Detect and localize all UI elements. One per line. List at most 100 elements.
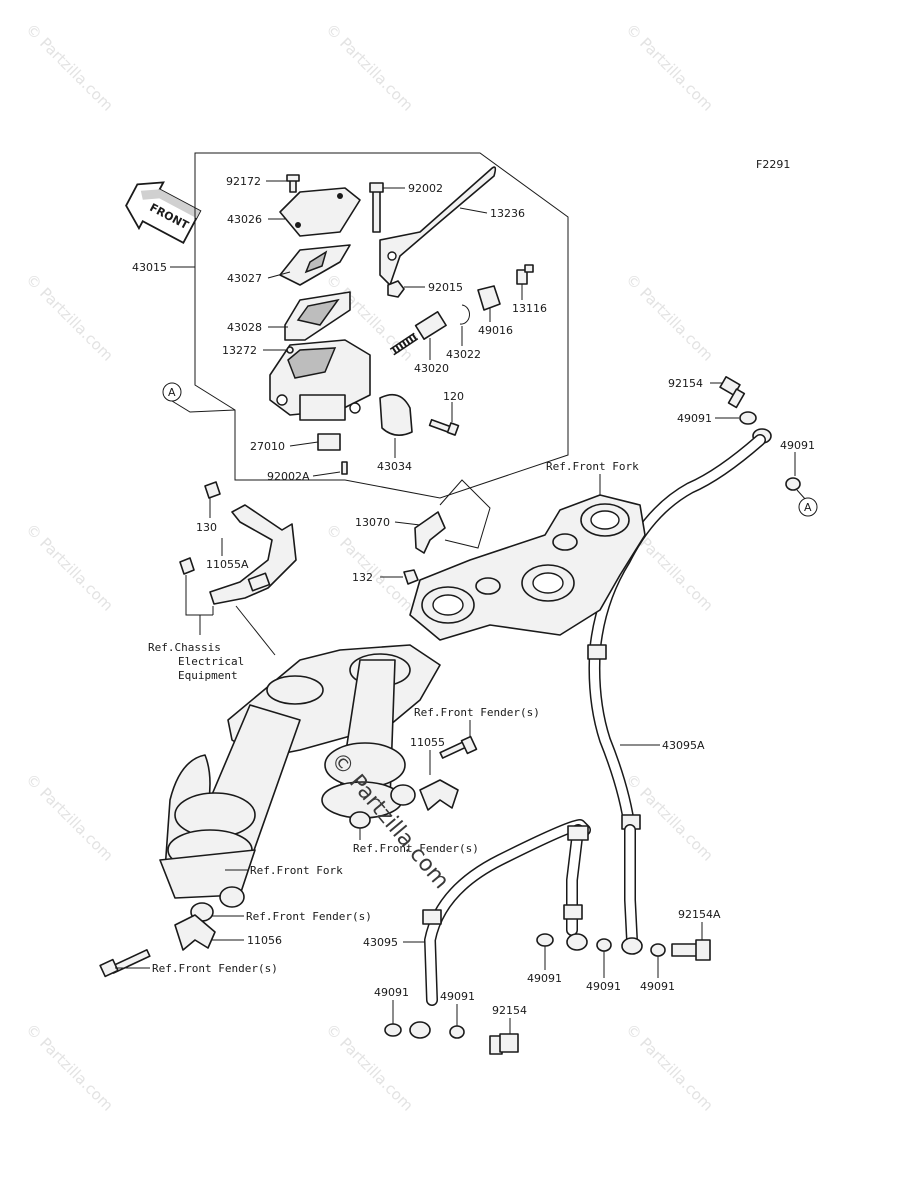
banjo-fitting <box>566 933 588 951</box>
part-label-132[interactable]: 132 <box>352 571 373 584</box>
part-label-43095A[interactable]: 43095A <box>662 739 705 752</box>
part-label-92172[interactable]: 92172 <box>226 175 261 188</box>
part-label-11056[interactable]: 11056 <box>247 934 282 947</box>
watermark: © Partzilla.com <box>22 770 117 865</box>
ref-chassis-line1: Ref.Chassis <box>148 641 221 654</box>
clamp-11056 <box>174 886 245 951</box>
part-label-49091-d[interactable]: 49091 <box>586 980 621 993</box>
part-label-11055A[interactable]: 11055A <box>206 558 249 571</box>
part-label-92154-bottom[interactable]: 92154 <box>492 1004 527 1017</box>
watermark: © Partzilla.com <box>622 20 717 115</box>
part-label-92002[interactable]: 92002 <box>408 182 443 195</box>
part-label-92015[interactable]: 92015 <box>428 281 463 294</box>
part-label-13070[interactable]: 13070 <box>355 516 390 529</box>
part-label-49091-e[interactable]: 49091 <box>640 980 675 993</box>
part-label-92002A[interactable]: 92002A <box>267 470 310 483</box>
bolt-fender-2 <box>99 949 151 978</box>
part-label-43028[interactable]: 43028 <box>227 321 262 334</box>
leader <box>185 575 201 635</box>
bracket-13070 <box>414 511 446 554</box>
pivot-bolt-92002 <box>369 182 384 233</box>
leader <box>312 471 341 477</box>
leader <box>289 441 319 447</box>
banjo-bolt-92154-bottom <box>489 1033 519 1055</box>
ref-chassis-line3: Equipment <box>178 669 238 682</box>
diaphragm-43028 <box>284 291 351 341</box>
circlip-43022 <box>459 304 470 325</box>
part-label-49091-c[interactable]: 49091 <box>527 972 562 985</box>
clamp-11055 <box>390 779 459 811</box>
part-label-27010[interactable]: 27010 <box>250 440 285 453</box>
part-label-11055[interactable]: 11055 <box>410 736 445 749</box>
washer-49091 <box>449 1025 465 1039</box>
front-arrow-icon: FRONT <box>125 181 202 245</box>
bracket-outline <box>439 479 491 549</box>
part-label-49016[interactable]: 49016 <box>478 324 513 337</box>
part-label-49091-b[interactable]: 49091 <box>780 439 815 452</box>
part-label-43027[interactable]: 43027 <box>227 272 262 285</box>
brake-lever-13236 <box>379 166 497 286</box>
part-label-130[interactable]: 130 <box>196 521 217 534</box>
part-label-49091-f[interactable]: 49091 <box>374 986 409 999</box>
ref-front-fender-4: Ref.Front Fender(s) <box>152 962 278 975</box>
leader <box>459 207 488 214</box>
bolt-fender-1 <box>439 735 478 759</box>
leader <box>267 271 291 279</box>
watermark: © Partzilla.com <box>22 20 117 115</box>
switch-13116 <box>516 264 534 285</box>
part-label-120[interactable]: 120 <box>443 390 464 403</box>
watermark: © Partzilla.com <box>22 270 117 365</box>
part-label-49091-g[interactable]: 49091 <box>440 990 475 1003</box>
part-label-43034[interactable]: 43034 <box>377 460 412 473</box>
washer-49091 <box>739 411 757 425</box>
watermark: © Partzilla.com <box>322 1020 417 1115</box>
bolt-132 <box>403 569 419 585</box>
screw-92002A <box>341 461 348 475</box>
ref-front-fender-3: Ref.Front Fender(s) <box>246 910 372 923</box>
washer-49091 <box>536 933 554 947</box>
svg-text:A: A <box>168 386 176 399</box>
banjo-fitting <box>621 937 643 955</box>
watermark: © Partzilla.com <box>22 1020 117 1115</box>
banjo-bolt-92154A <box>671 939 711 961</box>
figure-code: F2291 <box>756 158 790 171</box>
callout-a-left[interactable]: A <box>162 382 182 402</box>
washer-49091 <box>384 1023 402 1037</box>
watermark: © Partzilla.com <box>622 1020 717 1115</box>
switch-27010 <box>317 433 341 451</box>
bolt-13272 <box>286 346 294 354</box>
part-label-43015[interactable]: 43015 <box>132 261 167 274</box>
nut-92015 <box>387 280 405 298</box>
part-label-49091-a[interactable]: 49091 <box>677 412 712 425</box>
part-label-43020[interactable]: 43020 <box>414 362 449 375</box>
leader <box>171 400 236 413</box>
bracket-11055A <box>209 504 297 605</box>
part-label-92154A[interactable]: 92154A <box>678 908 721 921</box>
left-fork-tube <box>159 704 301 899</box>
washer-49091 <box>650 943 666 957</box>
part-label-13116[interactable]: 13116 <box>512 302 547 315</box>
rubber-grommet <box>349 811 371 829</box>
callout-a-right[interactable]: A <box>798 497 818 517</box>
svg-text:A: A <box>804 501 812 514</box>
ref-front-fork-bottom: Ref.Front Fork <box>250 864 343 877</box>
leader <box>235 605 276 656</box>
part-label-43026[interactable]: 43026 <box>227 213 262 226</box>
reservoir-cap-43026 <box>279 187 361 237</box>
bolt-chassis <box>179 557 195 575</box>
part-label-13236[interactable]: 13236 <box>490 207 525 220</box>
part-label-13272[interactable]: 13272 <box>222 344 257 357</box>
master-cylinder-body <box>269 339 371 421</box>
banjo-bolt-92154-top <box>719 376 746 409</box>
ref-front-fender-1: Ref.Front Fender(s) <box>414 706 540 719</box>
part-label-43022[interactable]: 43022 <box>446 348 481 361</box>
right-fork-tube <box>321 659 406 819</box>
part-label-43095[interactable]: 43095 <box>363 936 398 949</box>
bolt-130 <box>204 481 221 499</box>
piston-assembly-43020 <box>389 310 447 356</box>
brake-hose-43095 <box>422 819 591 1006</box>
ref-chassis-line2: Electrical <box>178 655 244 668</box>
screw-92172 <box>286 174 300 193</box>
part-label-92154-top[interactable]: 92154 <box>668 377 703 390</box>
